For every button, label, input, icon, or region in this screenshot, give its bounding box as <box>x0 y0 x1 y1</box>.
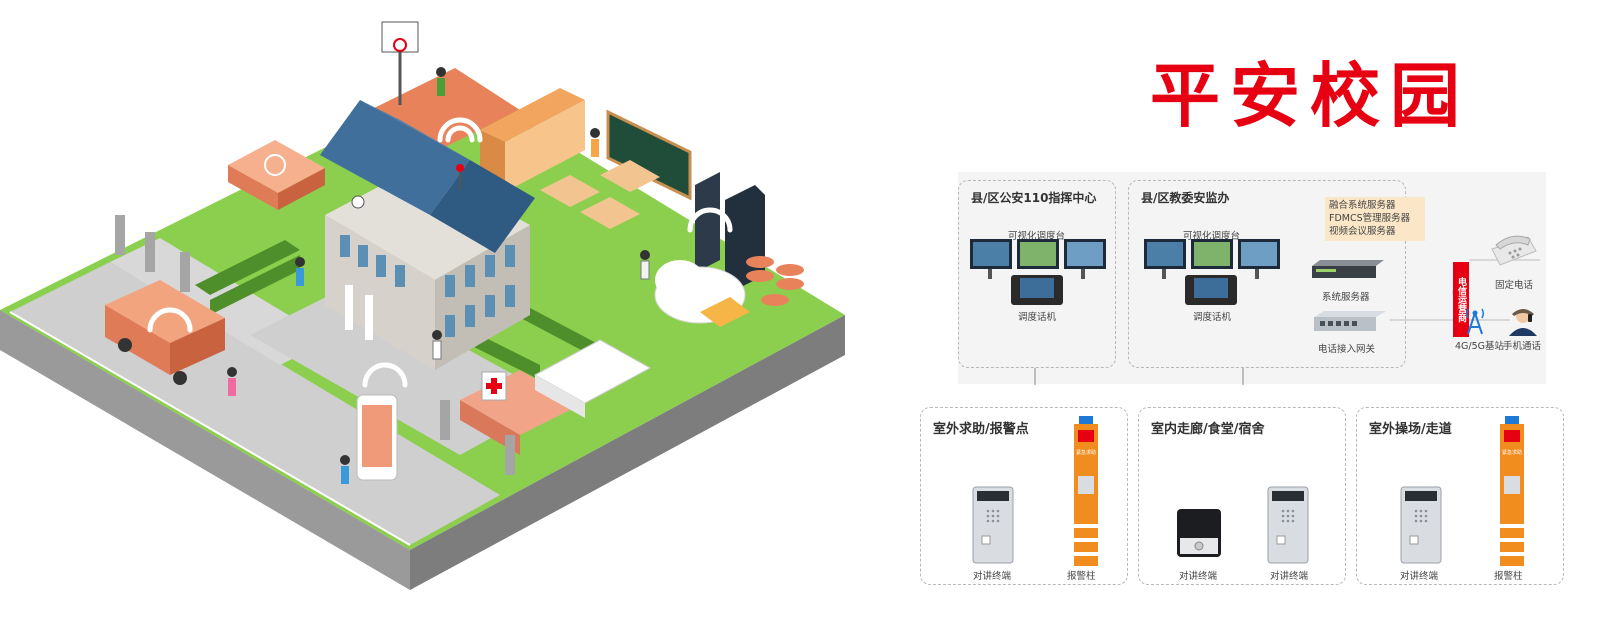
fence-pillars <box>115 215 515 475</box>
intercom-terminal-icon <box>972 486 1014 564</box>
science-book <box>228 140 325 210</box>
police-command-box: 县/区公安110指挥中心 <box>958 180 1116 368</box>
alarm-pillar-label: 报警柱 <box>1067 571 1096 582</box>
education-office-title: 县/区教委安监办 <box>1141 191 1230 205</box>
intercom-terminal-icon <box>1267 486 1309 564</box>
cloud-icon <box>654 260 750 327</box>
phone-gateway-label: 电话接入网关 <box>1318 344 1376 355</box>
education-console-monitors <box>1144 239 1280 305</box>
server-item: 融合系统服务器 <box>1329 200 1396 211</box>
outdoor-playground-title: 室外操场/走道 <box>1369 422 1452 437</box>
wifi-icon <box>147 117 733 388</box>
campus-illustration <box>0 21 845 590</box>
alarm-pillar-text: 紧急求助 <box>1076 449 1096 456</box>
base-station-icon <box>1466 308 1484 335</box>
server-item: FDMCS管理服务器 <box>1329 213 1411 224</box>
alarm-pillar-icon: 紧急求助 <box>1074 416 1098 566</box>
intercom-terminal-label: 对讲终端 <box>1400 571 1439 582</box>
outdoor-playground-box: 室外操场/走道 <box>1356 407 1564 585</box>
alarm-pillar-label: 报警柱 <box>1494 571 1523 582</box>
police-phone-label: 调度话机 <box>1018 312 1057 323</box>
telecom-operator-bar: 电信运营商 <box>1453 262 1469 337</box>
intercom-terminal-label: 对讲终端 <box>973 571 1012 582</box>
alarm-pillar-text: 紧急求助 <box>1502 449 1522 456</box>
police-console-monitors <box>970 239 1106 305</box>
fixed-phone-label: 固定电话 <box>1495 280 1534 291</box>
indoor-corridor-title: 室内走廊/食堂/宿舍 <box>1151 422 1265 437</box>
intercom-terminal-icon <box>1400 486 1442 564</box>
hedges <box>195 240 600 380</box>
intercom-terminal-label: 对讲终端 <box>1270 571 1309 582</box>
outdoor-help-title: 室外求助/报警点 <box>933 422 1029 437</box>
base-station-label: 4G/5G基站 <box>1455 341 1505 352</box>
smartphone <box>356 394 398 481</box>
education-console-label: 可视化调度台 <box>1183 231 1241 242</box>
alarm-pillar-icon: 紧急求助 <box>1500 416 1524 566</box>
open-book <box>533 339 652 418</box>
mobile-caller-icon <box>1509 309 1537 336</box>
police-console-label: 可视化调度台 <box>1008 231 1066 242</box>
intercom-terminal-label: 对讲终端 <box>1179 571 1218 582</box>
system-server-icon <box>1312 260 1384 278</box>
system-server-label: 系统服务器 <box>1322 292 1370 303</box>
server-item: 视频会议服务器 <box>1329 226 1396 237</box>
phone-gateway-icon <box>1314 311 1386 331</box>
mobile-call-label: 手机通话 <box>1503 341 1542 352</box>
page-title: 平安校园 <box>1150 55 1470 137</box>
people <box>227 67 650 484</box>
fixed-phone-icon <box>1491 235 1537 266</box>
education-phone-label: 调度话机 <box>1193 312 1232 323</box>
police-command-title: 县/区公安110指挥中心 <box>971 191 1097 205</box>
server-list: 融合系统服务器 FDMCS管理服务器 视频会议服务器 <box>1325 197 1425 241</box>
server-racks <box>695 172 804 306</box>
school-building <box>320 100 535 370</box>
indoor-intercom-icon <box>1177 509 1221 557</box>
indoor-corridor-box: 室内走廊/食堂/宿舍 <box>1138 407 1346 585</box>
classroom-area <box>540 109 692 229</box>
